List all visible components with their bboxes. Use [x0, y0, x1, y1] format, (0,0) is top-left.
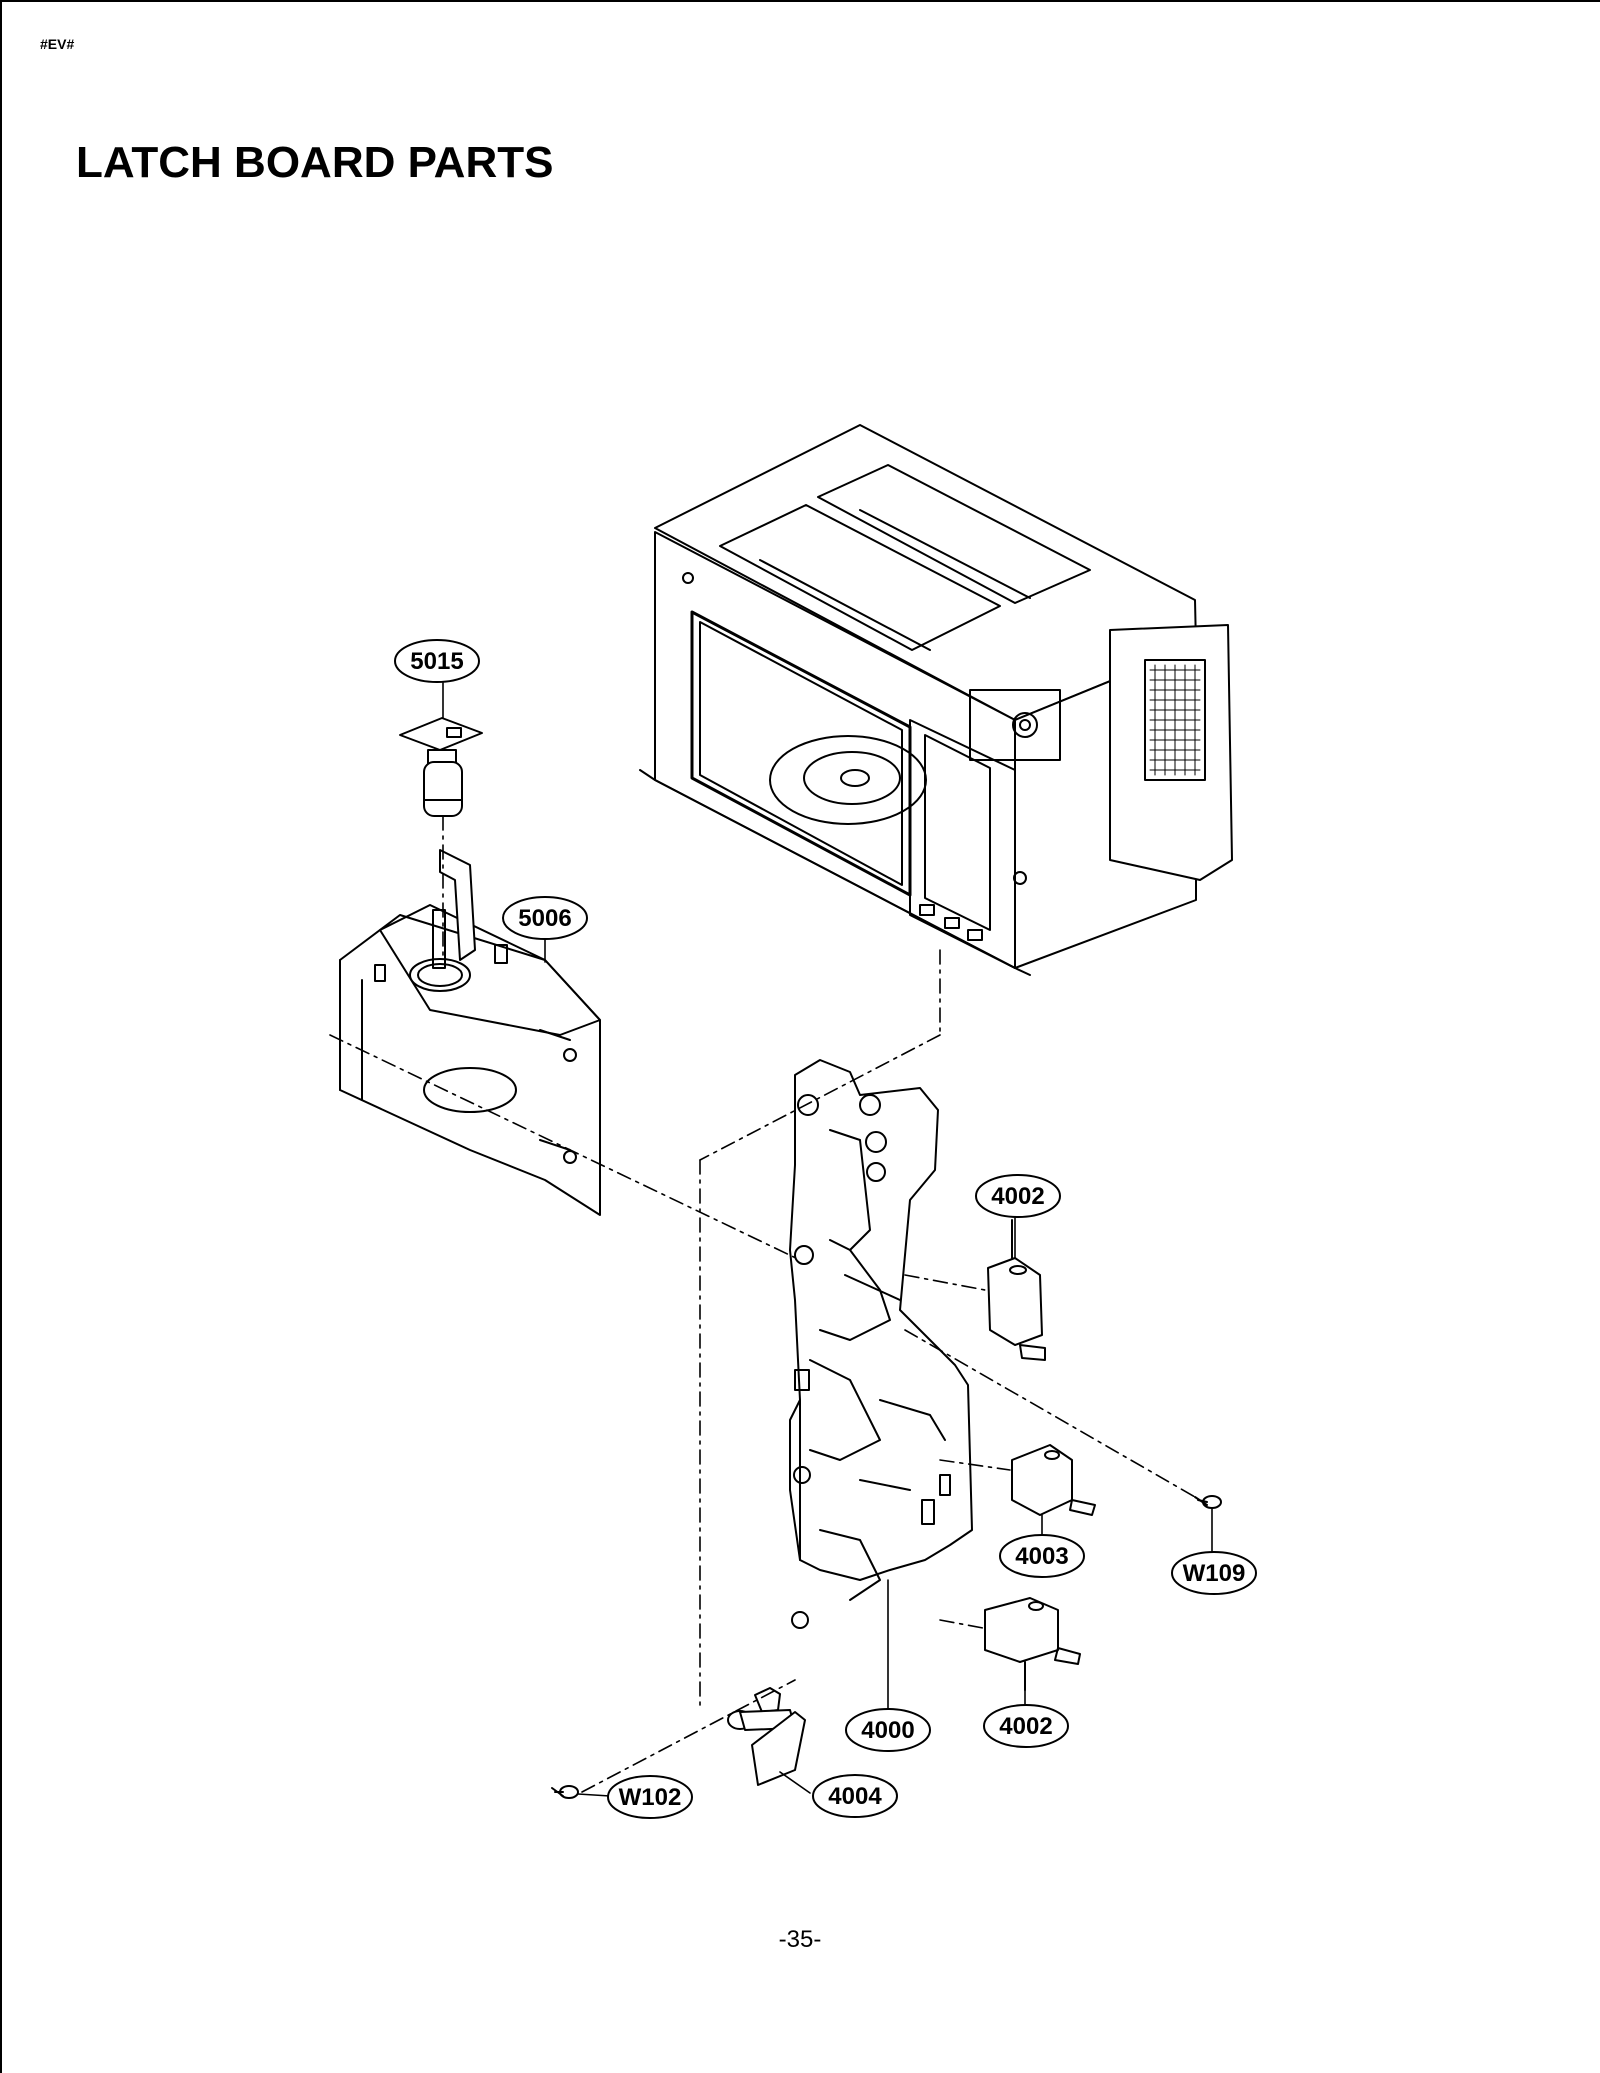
callout-4004-label: 4004	[828, 1783, 882, 1810]
callout-5006: 5006	[502, 896, 588, 940]
callout-4004: 4004	[812, 1774, 898, 1818]
oven-cavity	[639, 424, 1233, 976]
callout-4002-upper: 4002	[975, 1174, 1061, 1218]
callout-4003-label: 4003	[1015, 1543, 1068, 1570]
micro-switch-middle	[1011, 1444, 1096, 1516]
callout-5015: 5015	[394, 639, 480, 683]
callout-4000: 4000	[845, 1708, 931, 1752]
header-code: #EV#	[40, 36, 75, 52]
lamp-holder	[339, 849, 601, 1216]
callout-4002-lower-label: 4002	[999, 1713, 1052, 1740]
callout-4000-label: 4000	[861, 1717, 914, 1744]
callout-w102-label: W102	[619, 1784, 682, 1811]
callout-w109-label: W109	[1183, 1560, 1246, 1587]
micro-switch-upper	[987, 1219, 1046, 1361]
lamp-socket	[399, 717, 483, 817]
callout-4003: 4003	[999, 1534, 1085, 1578]
callout-w102: W102	[607, 1775, 693, 1819]
screw-w109	[1194, 1495, 1222, 1509]
screw-w102	[551, 1785, 579, 1799]
callout-4002-lower: 4002	[983, 1704, 1069, 1748]
latch-board	[789, 1059, 973, 1629]
callout-5006-label: 5006	[518, 905, 571, 932]
page-number: -35-	[778, 1926, 822, 1953]
callout-5015-label: 5015	[410, 648, 463, 675]
callout-4002-upper-label: 4002	[991, 1183, 1044, 1210]
micro-switch-lower	[984, 1597, 1081, 1691]
page-title: LATCH BOARD PARTS	[76, 138, 554, 187]
callout-w109: W109	[1171, 1551, 1257, 1595]
latch-lever	[727, 1687, 806, 1786]
